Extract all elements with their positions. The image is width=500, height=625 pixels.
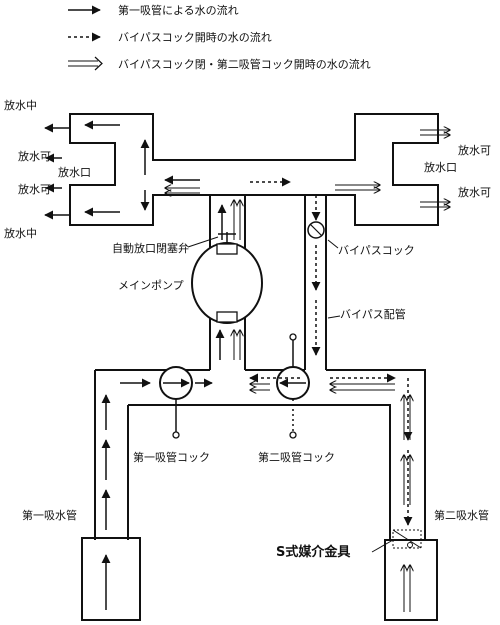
label-main-pump: メインポンプ [118,279,184,292]
label-s-fitting: S式媒介金具 [276,544,350,560]
label-bypass-cock: バイパスコック [338,244,415,257]
second-suction-cock-icon [276,333,310,439]
flow-solid [44,120,227,610]
auto-valve-icon [218,232,236,244]
label-second-suction: 第二吸水管 [434,508,489,522]
legend-dashed-label: バイパスコック開時の水の流れ [118,30,272,44]
label-discharge-ready-left2: 放水可 [18,182,51,196]
s-fitting-icon [392,529,422,549]
flow-double [165,130,450,612]
bypass-pipe [304,195,327,370]
label-discharge-port-left: 放水口 [58,165,91,179]
label-discharge-ready-left: 放水可 [18,149,51,163]
legend-double-label: バイパスコック閉・第二吸管コック開時の水の流れ [118,57,371,71]
flow-dashed [249,177,413,526]
second-suction-cylinder [384,539,438,621]
double-arrow-icon [68,56,103,71]
discharge-header [69,113,439,226]
label-discharge-active-top: 放水中 [4,98,37,112]
label-first-cock: 第一吸管コック [133,450,210,464]
label-first-suction: 第一吸水管 [22,508,77,522]
main-pump [191,242,263,324]
leader-lines [187,236,394,553]
label-bypass-pipe: バイパス配管 [340,307,406,321]
pipe-network [69,113,439,621]
label-discharge-ready-right: 放水可 [458,143,491,157]
first-suction-cylinder [81,537,141,621]
bottom-manifold [94,369,426,540]
legend: 第一吸管による水の流れ バイパスコック開時の水の流れ バイパスコック閉・第二吸管… [68,3,371,71]
label-discharge-active-bottom: 放水中 [4,226,37,240]
label-discharge-port-right: 放水口 [424,160,457,174]
label-second-cock: 第二吸管コック [258,450,335,464]
bypass-cock-icon [307,221,325,239]
label-discharge-ready-right2: 放水可 [458,185,491,199]
label-auto-valve: 自動放口閉塞弁 [112,241,189,255]
legend-solid-label: 第一吸管による水の流れ [118,3,239,17]
first-suction-cock-icon [159,366,193,439]
